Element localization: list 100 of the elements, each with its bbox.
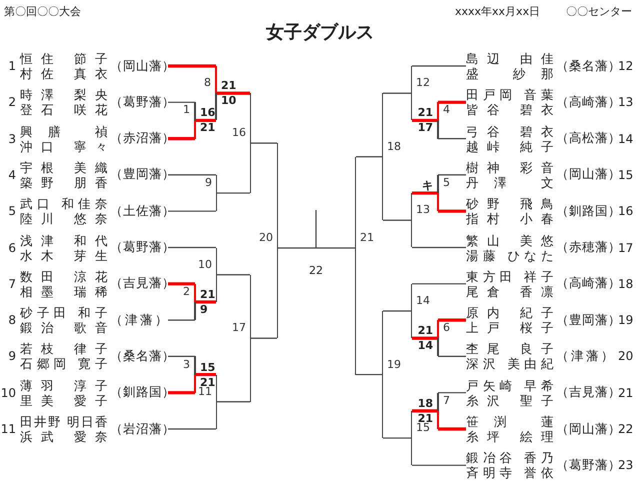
- bracket-line: [168, 210, 216, 212]
- match-number: 8: [204, 77, 211, 90]
- seed-number: 16: [618, 204, 634, 218]
- bracket-line: [168, 282, 195, 286]
- player-name: 越峠 純子: [466, 138, 554, 154]
- match-number: 10: [198, 258, 212, 271]
- player-name: 時澤 梨央: [20, 87, 108, 102]
- team-name: （桑名藩）: [110, 348, 168, 365]
- player-name: 樹神 彩音: [466, 160, 554, 175]
- bracket-line: [412, 246, 466, 248]
- bracket-line: [195, 118, 216, 122]
- seed-number: 4: [7, 168, 16, 182]
- seed-number: 13: [618, 95, 634, 110]
- team-name: （岩沼藩）: [110, 420, 168, 438]
- score-label: 14: [416, 340, 433, 352]
- score-label: 21: [416, 107, 433, 120]
- match-number: 2: [183, 286, 190, 298]
- player-name: 陸川 悠奈: [20, 211, 108, 226]
- seed-number: 19: [618, 313, 634, 328]
- match-number: 19: [387, 358, 401, 371]
- team-name: （津藩）: [556, 348, 614, 365]
- team-name: （岡山藩）: [556, 166, 614, 184]
- seed-number: 9: [7, 349, 16, 364]
- player-name: 浅津 和代: [20, 232, 108, 248]
- bracket-line: [168, 174, 216, 176]
- match-number: 15: [416, 422, 430, 434]
- match-number: 18: [387, 140, 401, 153]
- player-name: 糸坪 絵理: [466, 429, 554, 444]
- player-name: 丹澤 文: [466, 174, 554, 190]
- bracket-line: [315, 210, 317, 248]
- seed-number: 3: [7, 132, 16, 146]
- player-name: 東方田 祥子: [466, 268, 554, 284]
- score-label: 21: [200, 288, 216, 301]
- bracket-line: [383, 310, 412, 312]
- team-name: （釧路国）: [110, 384, 168, 402]
- score-label: 17: [416, 122, 433, 134]
- player-name: 斉明寺 誉依: [466, 465, 554, 480]
- bracket-line: [216, 274, 250, 276]
- match-number: 7: [443, 394, 450, 407]
- player-name: 指村 小春: [466, 211, 554, 226]
- team-name: （葛野藩）: [110, 94, 168, 111]
- seed-number: 23: [618, 458, 634, 472]
- player-name: 築野 朋香: [20, 174, 108, 190]
- bracket-line: [168, 320, 195, 321]
- player-name: 浜武 愛奈: [20, 429, 108, 444]
- team-name: （岡山藩）: [556, 420, 614, 438]
- team-name: （高松藩）: [556, 130, 614, 148]
- seed-number: 20: [618, 349, 634, 364]
- match-number: 4: [443, 104, 450, 116]
- bracket-line: [356, 156, 383, 158]
- bracket-line: [216, 192, 250, 194]
- player-name: 武口 和佳奈: [20, 196, 108, 212]
- player-name: 杢尾 良子: [466, 341, 554, 356]
- player-name: 恒住 節子: [20, 51, 108, 66]
- player-name: 宇根 美織: [20, 160, 108, 175]
- bracket-line: [277, 247, 317, 249]
- player-name: 島辺 由佳: [466, 51, 554, 66]
- score-label: 18: [416, 398, 433, 410]
- match-number: 22: [296, 248, 336, 284]
- bracket-line: [438, 100, 466, 104]
- bracket-line: [168, 391, 195, 394]
- bracket-line: [412, 191, 438, 195]
- bracket-line: [168, 64, 216, 68]
- bracket-line: [412, 464, 466, 466]
- player-name: 薄羽 淳子: [20, 378, 108, 393]
- bracket-line: [412, 118, 438, 122]
- team-name: （豊岡藩）: [110, 166, 168, 184]
- bracket-line: [195, 300, 216, 304]
- bracket-line: [168, 102, 195, 103]
- player-name: 若枝 律子: [20, 341, 108, 356]
- team-name: （葛野藩）: [556, 456, 614, 474]
- team-name: （赤穂藩）: [556, 239, 614, 256]
- player-name: 鍛冶谷 香乃: [466, 450, 554, 466]
- bracket-line: [168, 246, 216, 248]
- score-label: 16: [200, 107, 216, 120]
- match-number: 17: [232, 322, 246, 334]
- seed-number: 10: [0, 386, 16, 400]
- bracket-line: [438, 138, 466, 140]
- bracket-line: [250, 142, 277, 144]
- seed-number: 1: [7, 59, 16, 73]
- seed-number: 7: [7, 276, 16, 291]
- bracket-line: [195, 372, 216, 376]
- team-name: （釧路国）: [556, 202, 614, 220]
- match-number: 14: [416, 295, 430, 308]
- match-number: 16: [232, 127, 246, 140]
- player-name: 上戸 桜子: [466, 320, 554, 336]
- seed-number: 6: [7, 240, 16, 254]
- player-name: 湯藤 ひなた: [466, 248, 554, 262]
- header-text: xxxx年xx月xx日: [455, 4, 540, 19]
- player-name: 沖口 寧々: [20, 138, 108, 154]
- player-name: 糸沢 聖子: [466, 392, 554, 408]
- match-number: 11: [198, 386, 212, 398]
- team-name: （吉見藩）: [110, 275, 168, 292]
- bracket-line: [412, 336, 438, 340]
- bracket-line: [438, 318, 466, 322]
- player-name: 笹渕 蓮: [466, 414, 554, 429]
- bracket-line: [216, 92, 250, 95]
- team-name: （高崎藩）: [556, 275, 614, 292]
- player-name: 興膳 禎: [20, 124, 108, 139]
- player-name: 相墨 瑞稀: [20, 284, 108, 299]
